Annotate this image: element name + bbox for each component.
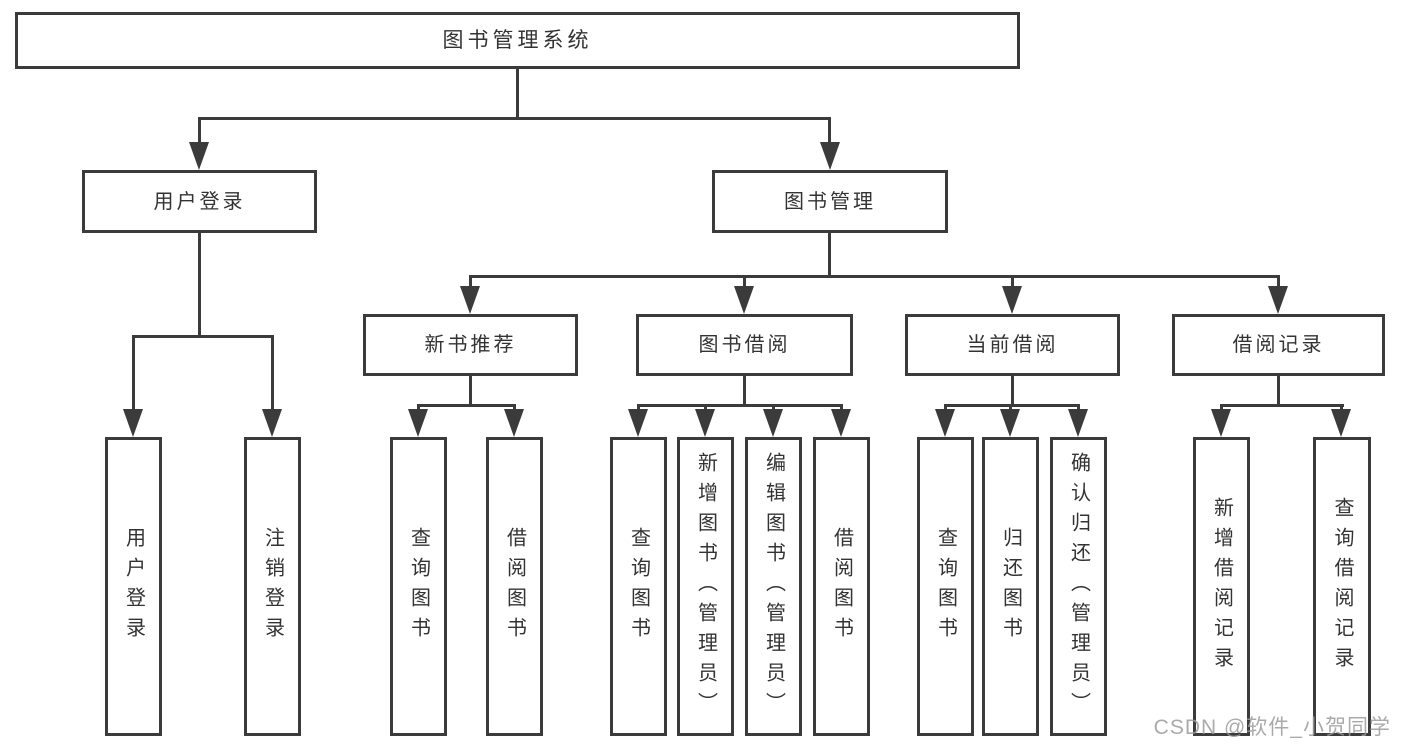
node-user-login-action: 用户登录	[105, 437, 162, 736]
connector-drop-new-book-rec	[469, 275, 472, 288]
node-query-borrow-record: 查询借阅记录	[1313, 437, 1371, 736]
connector-nbr-stem	[469, 376, 472, 407]
connector-drop-bb-query	[637, 404, 640, 412]
connector-drop-book-borrowing	[743, 275, 746, 288]
connector-drop-bb-add	[704, 404, 707, 412]
arrowhead-bb-add	[695, 409, 715, 437]
node-borrow-books-under-recommendation: 借阅图书	[486, 437, 543, 736]
arrowhead-br-query	[1331, 409, 1351, 437]
node-query-books-under-recommendation: 查询图书	[390, 437, 447, 736]
node-borrow-books-under-borrowing: 借阅图书	[813, 437, 870, 736]
connector-br-hline	[1220, 404, 1344, 407]
connector-nbr-hline	[417, 404, 516, 407]
node-user-login: 用户登录	[82, 170, 317, 233]
node-edit-books-admin: 编辑图书（管理员）	[745, 437, 802, 736]
connector-bb-hline	[637, 404, 843, 407]
node-add-books-admin: 新增图书（管理员）	[677, 437, 734, 736]
connector-drop-br-add	[1220, 404, 1223, 412]
node-query-books-under-current: 查询图书	[917, 437, 974, 736]
connector-drop-cb-confirm	[1077, 404, 1080, 412]
connector-drop-cb-return	[1009, 404, 1012, 412]
node-borrowing-records: 借阅记录	[1172, 314, 1385, 376]
arrowhead-book-borrowing	[734, 286, 754, 314]
connector-drop-logout-action	[271, 335, 274, 411]
arrowhead-bb-query	[628, 409, 648, 437]
node-logout-action: 注销登录	[244, 437, 301, 736]
connector-drop-bb-edit	[772, 404, 775, 412]
connector-drop-cb-query	[944, 404, 947, 412]
node-book-borrowing: 图书借阅	[636, 314, 853, 376]
node-book-management: 图书管理	[712, 170, 948, 233]
node-library-management-system: 图书管理系统	[15, 12, 1020, 69]
connector-drop-user-login	[198, 117, 201, 144]
connector-user-login-hline	[132, 335, 274, 338]
arrowhead-new-book-rec	[460, 286, 480, 314]
connector-drop-nbr-query	[417, 404, 420, 412]
connector-drop-nbr-borrow	[513, 404, 516, 412]
connector-drop-br-query	[1340, 404, 1343, 412]
arrowhead-cb-return	[1000, 409, 1020, 437]
node-current-borrowing: 当前借阅	[905, 314, 1120, 376]
arrowhead-br-add	[1211, 409, 1231, 437]
node-return-books: 归还图书	[982, 437, 1039, 736]
connector-drop-borrowing-records	[1277, 275, 1280, 288]
connector-drop-login-action	[132, 335, 135, 411]
connector-br-stem	[1277, 376, 1280, 407]
arrowhead-book-management	[820, 142, 840, 170]
connector-cb-stem	[1011, 376, 1014, 407]
connector-drop-bb-borrow	[840, 404, 843, 412]
connector-root-hline	[198, 117, 831, 120]
node-confirm-return-admin: 确认归还（管理员）	[1050, 437, 1107, 736]
arrowhead-nbr-borrow	[504, 409, 524, 437]
connector-book-management-stem	[828, 233, 831, 278]
connector-drop-book-management	[828, 117, 831, 144]
watermark: CSDN @软件_小贺同学	[1153, 716, 1391, 739]
arrowhead-login-action	[123, 409, 143, 437]
node-query-books-under-borrowing: 查询图书	[610, 437, 667, 736]
arrowhead-nbr-query	[408, 409, 428, 437]
arrowhead-current-borrowing	[1002, 286, 1022, 314]
connector-book-management-hline	[469, 275, 1280, 278]
connector-root-stem	[516, 69, 519, 120]
arrowhead-bb-edit	[763, 409, 783, 437]
arrowhead-cb-confirm	[1068, 409, 1088, 437]
node-add-borrow-record: 新增借阅记录	[1193, 437, 1250, 736]
arrowhead-user-login	[189, 142, 209, 170]
arrowhead-bb-borrow	[831, 409, 851, 437]
connector-cb-hline	[944, 404, 1080, 407]
node-new-book-recommendation: 新书推荐	[363, 314, 578, 376]
connector-drop-current-borrowing	[1011, 275, 1014, 288]
connector-bb-stem	[743, 376, 746, 407]
connector-user-login-stem	[198, 233, 201, 337]
arrowhead-logout-action	[262, 409, 282, 437]
arrowhead-borrowing-records	[1268, 286, 1288, 314]
arrowhead-cb-query	[935, 409, 955, 437]
